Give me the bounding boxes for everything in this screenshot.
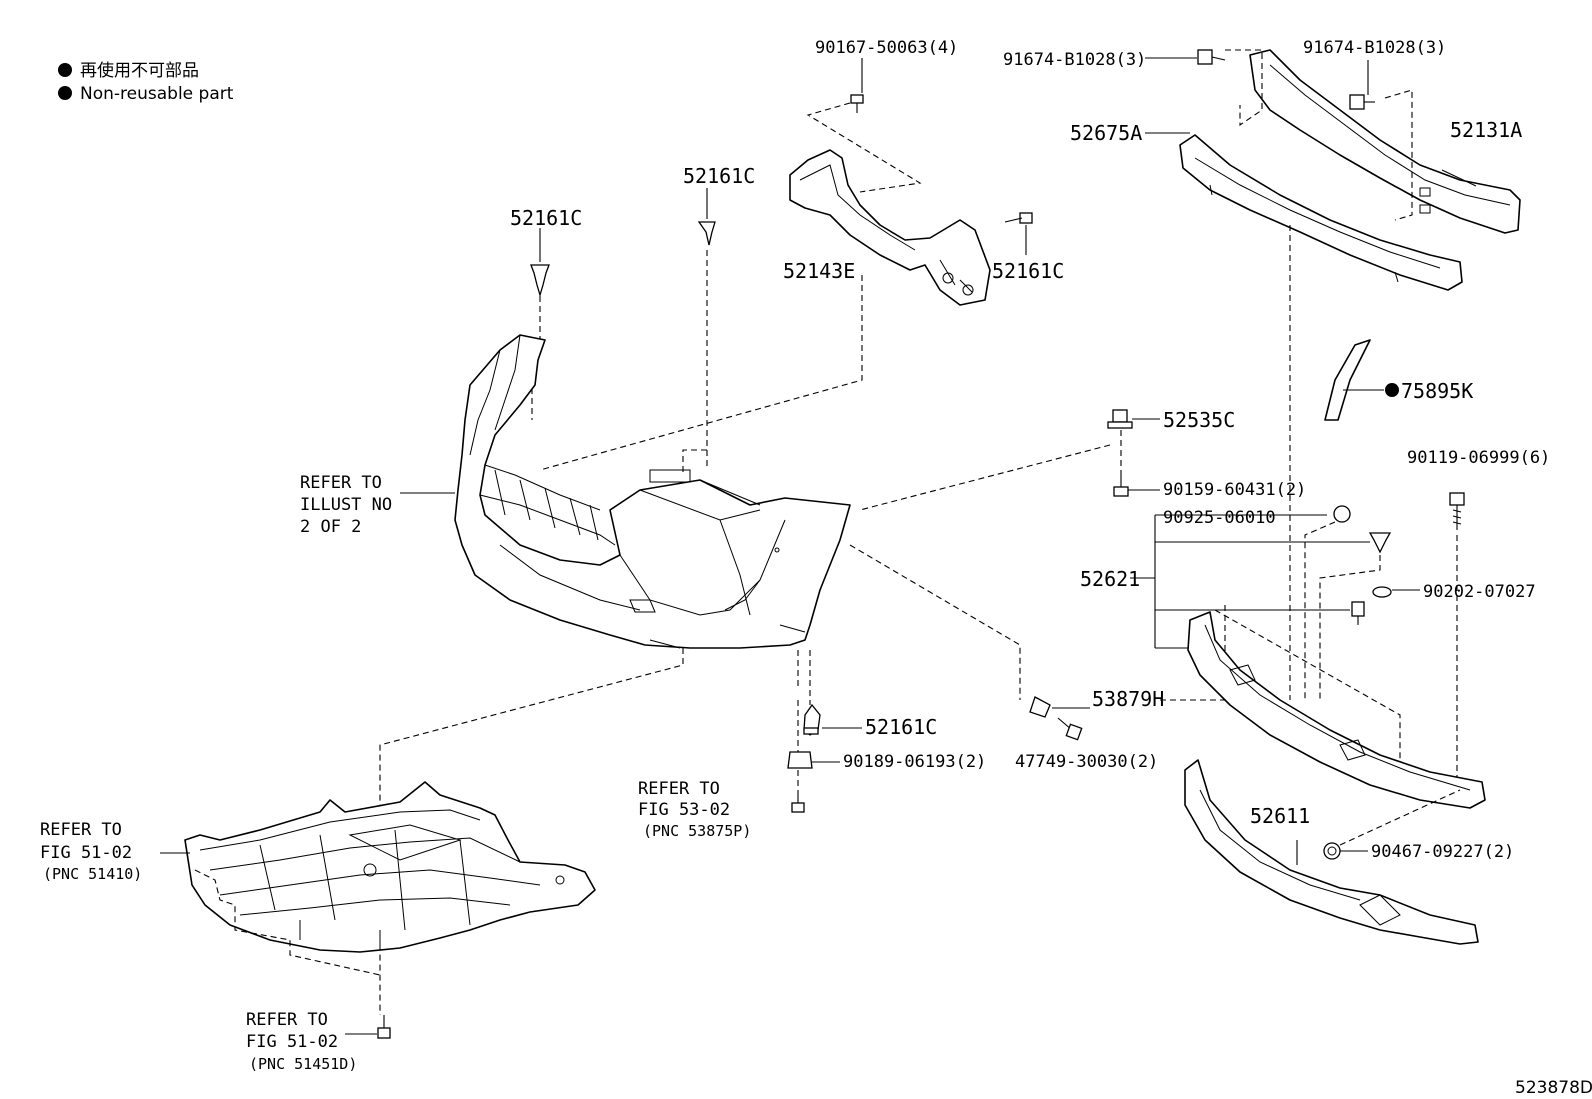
bolt-91674-icon: [1197, 49, 1226, 65]
label-52535c: 52535C: [1163, 408, 1235, 432]
ref-line: REFER TO: [300, 473, 382, 493]
label-52161c-lower: 52161C: [865, 715, 937, 739]
bolt-90159-icon: [1113, 470, 1129, 497]
front-bumper-cover: [454, 334, 851, 649]
moulding-75895k: [1324, 339, 1371, 421]
bolt-90467-icon: [1323, 842, 1341, 860]
ref-line: FIG 53-02: [638, 800, 730, 820]
clip-52161c-icon: [803, 703, 821, 736]
label-52161c-bracket: 52161C: [992, 259, 1064, 283]
non-reusable-dot-icon: [1385, 383, 1399, 397]
ref-line: REFER TO: [246, 1010, 328, 1030]
ref-line: REFER TO: [638, 779, 720, 799]
reinforcement-52131a: [1249, 49, 1521, 234]
bolt-90119-icon: [1449, 492, 1465, 530]
label-90167-50063: 90167-50063(4): [815, 38, 958, 58]
label-52143e: 52143E: [783, 259, 855, 283]
label-47749-30030: 47749-30030(2): [1015, 752, 1158, 772]
ref-line: 2 OF 2: [300, 517, 361, 537]
label-90119-06999: 90119-06999(6): [1407, 448, 1550, 468]
ref-line: (PNC 51410): [43, 865, 142, 883]
clip-52161c-icon: [1004, 212, 1033, 224]
ref-line: FIG 51-02: [246, 1032, 338, 1052]
label-90925-06010: 90925-06010: [1163, 508, 1276, 528]
label-52611: 52611: [1250, 804, 1310, 828]
clip-52535c-icon: [1107, 409, 1133, 429]
bumper-lower-52611: [1184, 759, 1479, 945]
ref-line: (PNC 53875P): [643, 822, 751, 840]
label-90467-09227: 90467-09227(2): [1371, 842, 1514, 862]
clip-52161c-icon: [697, 221, 716, 246]
label-90189-06193: 90189-06193(2): [843, 752, 986, 772]
label-90159-60431: 90159-60431(2): [1163, 480, 1306, 500]
legend-japanese: 再使用不可部品: [80, 60, 199, 81]
non-reusable-dot-icon: [58, 63, 72, 77]
clip-53879h-icon: [1029, 696, 1051, 718]
ref-line: (PNC 51451D): [249, 1055, 357, 1073]
label-90202-07027: 90202-07027: [1423, 582, 1536, 602]
ref-fig-51-02-cover: REFER TO FIG 51-02 (PNC 51410): [40, 820, 142, 883]
washer-90202-icon: [1372, 586, 1392, 598]
label-52675a: 52675A: [1070, 121, 1142, 145]
engine-under-cover: [184, 781, 596, 953]
label-75895k: 75895K: [1401, 379, 1473, 403]
label-52161c-top-middle: 52161C: [683, 164, 755, 188]
bolt-91674-icon: [1349, 94, 1375, 110]
bolt-icon: [1351, 601, 1365, 625]
clip-icon: [1368, 532, 1392, 554]
ref-line: ILLUST NO: [300, 495, 392, 515]
label-52621: 52621: [1080, 567, 1140, 591]
bracket-52143e: [789, 149, 991, 306]
label-53879h: 53879H: [1092, 687, 1164, 711]
label-52161c-top-left: 52161C: [510, 206, 582, 230]
ref-line: REFER TO: [40, 820, 122, 840]
legend-english: Non-reusable part: [80, 84, 234, 104]
bolt-47749-icon: [1057, 717, 1083, 741]
bolt-90167-icon: [850, 94, 864, 113]
diagram-id: 523878D: [1515, 1078, 1592, 1098]
bolt-51451d-icon: [377, 1015, 391, 1039]
ref-fig-51-02-bolt: REFER TO FIG 51-02 (PNC 51451D): [246, 1010, 357, 1073]
ref-fig-53-02: REFER TO FIG 53-02 (PNC 53875P): [638, 779, 751, 840]
legend: 再使用不可部品 Non-reusable part: [58, 60, 234, 104]
label-91674-b1028-right: 91674-B1028(3): [1303, 38, 1446, 58]
nut-90925-icon: [1333, 505, 1351, 523]
support-52621: [1187, 611, 1486, 809]
nut-90189-icon: [787, 751, 813, 769]
non-reusable-dot-icon: [58, 86, 72, 100]
label-52131a: 52131A: [1450, 118, 1522, 142]
ref-line: FIG 51-02: [40, 843, 132, 863]
absorber-52675a: [1179, 134, 1463, 291]
screw-icon: [791, 790, 805, 813]
ref-illust-no-2: REFER TO ILLUST NO 2 OF 2: [300, 473, 392, 537]
label-91674-b1028-left: 91674-B1028(3): [1003, 50, 1146, 70]
clip-52161c-icon: [530, 264, 550, 298]
